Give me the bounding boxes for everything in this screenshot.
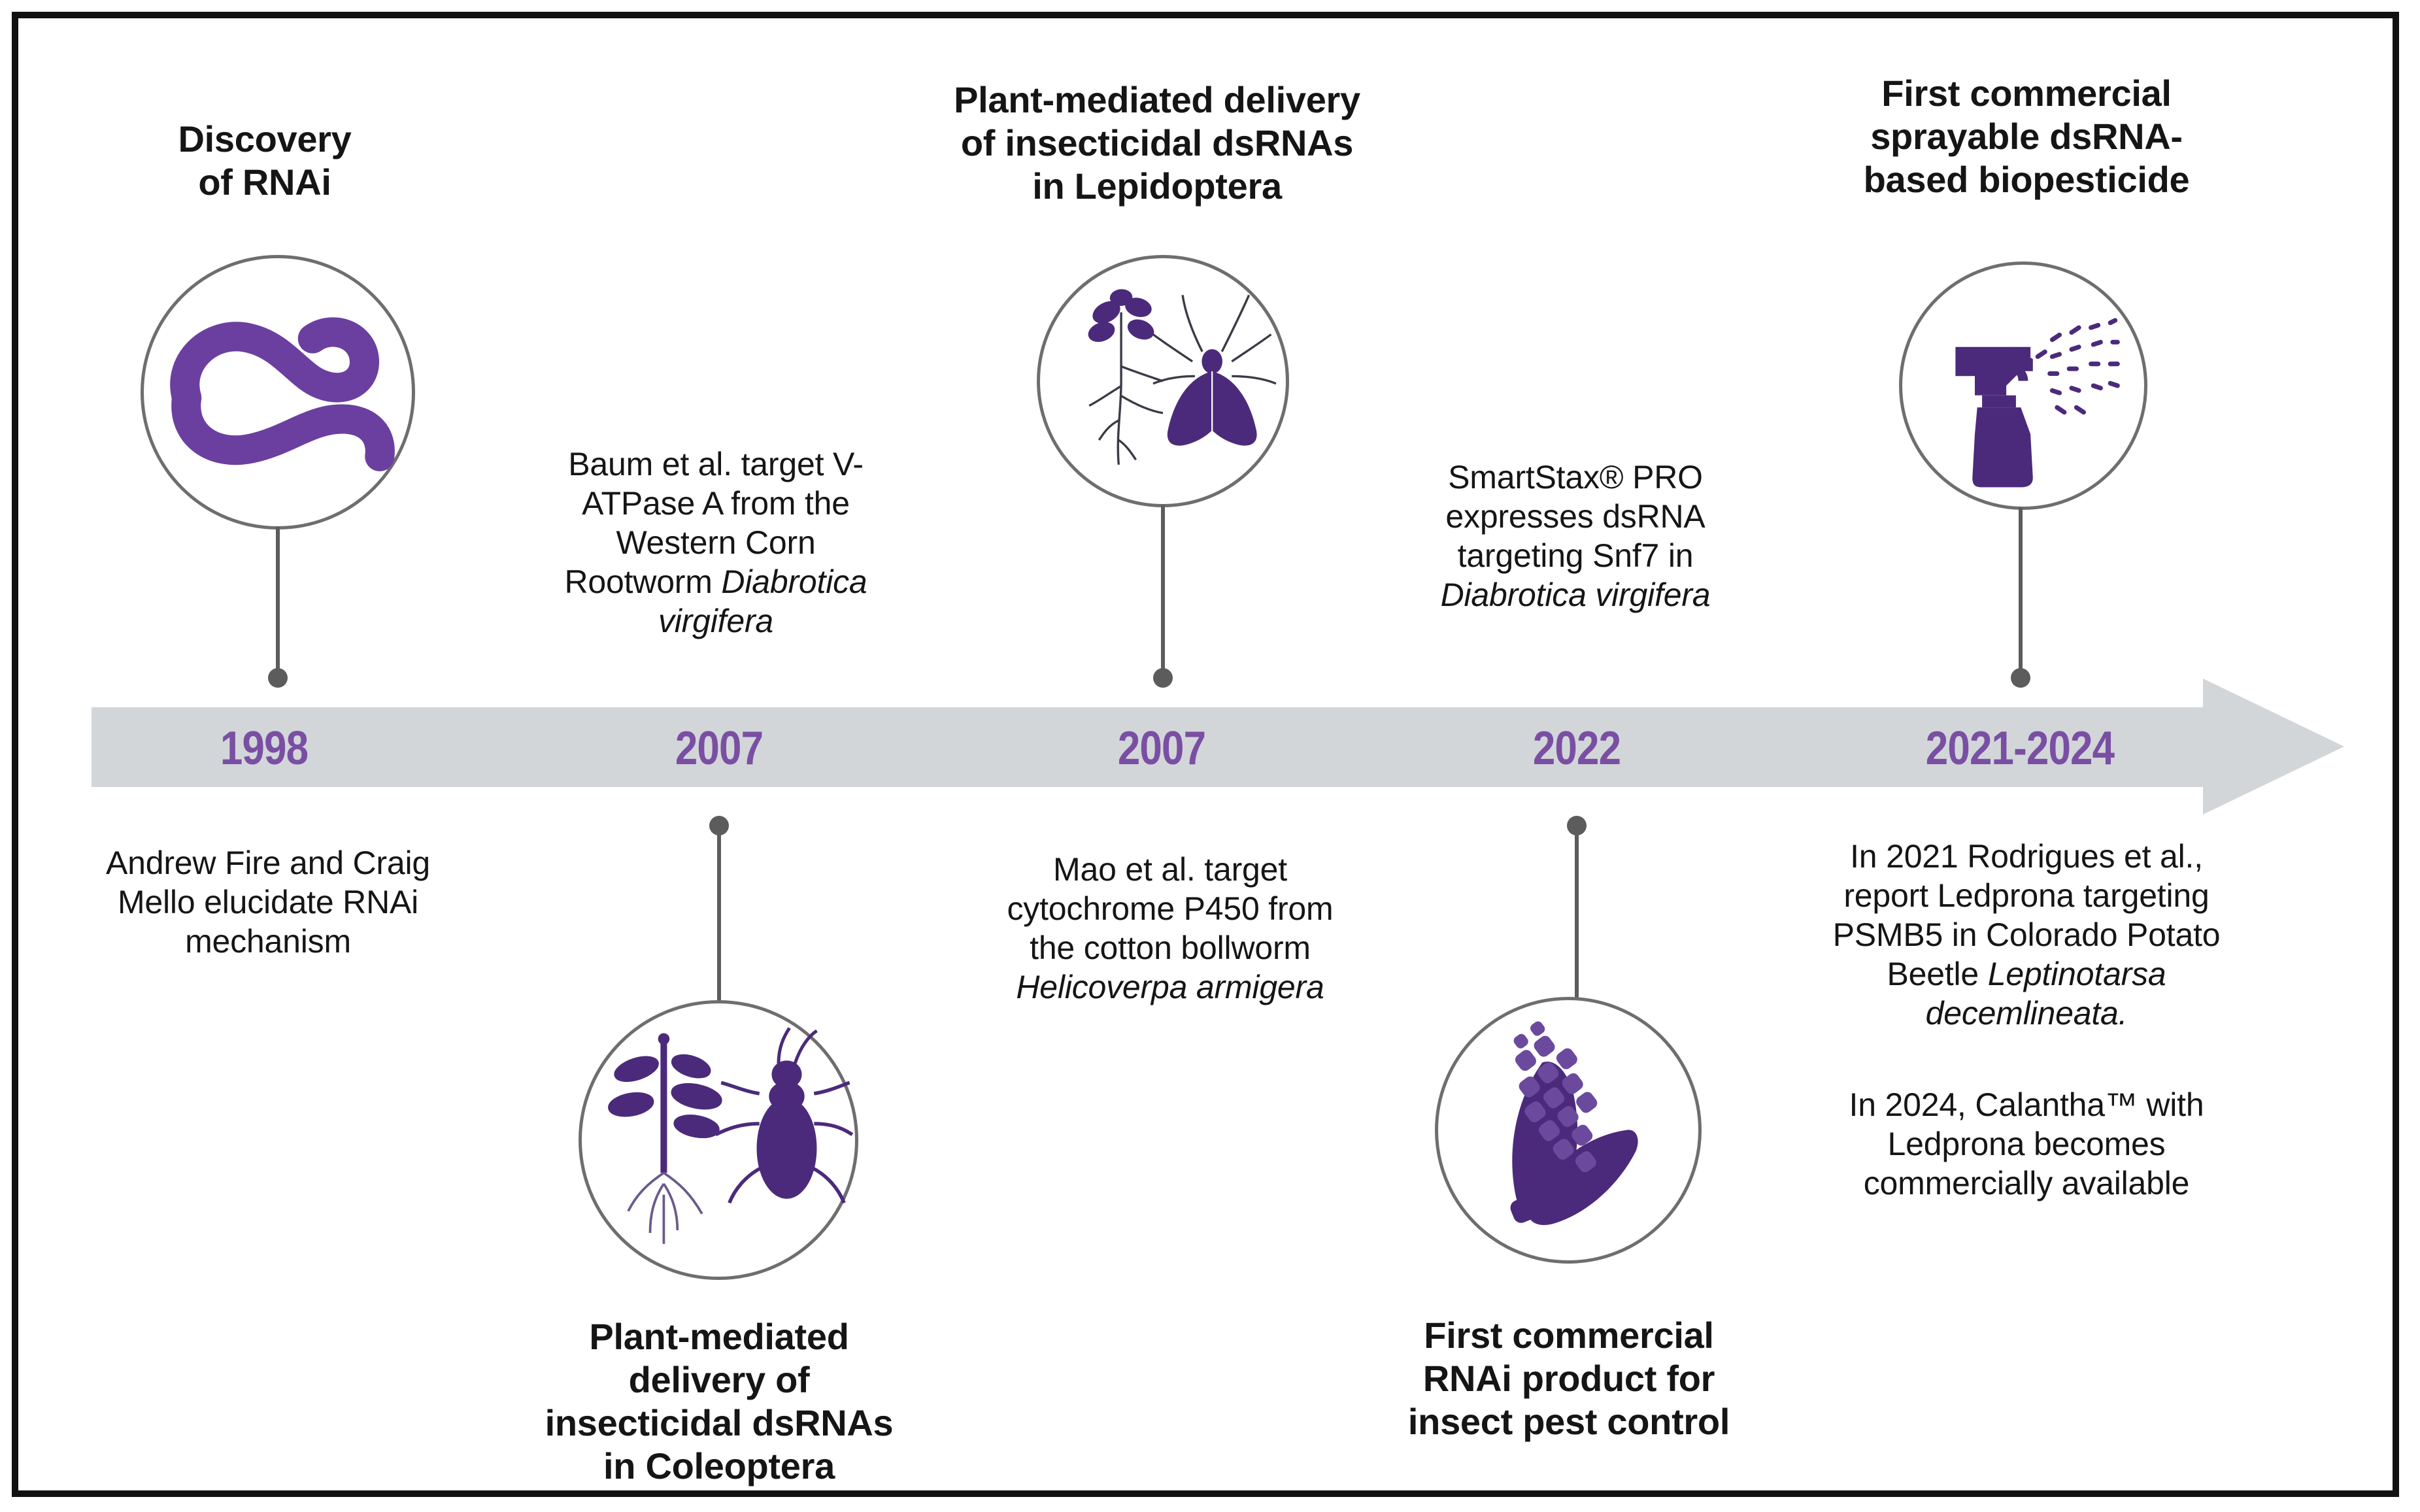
note-baum: Baum et al. target V-ATPase A from the W… xyxy=(549,445,882,641)
headline-line: Plant-mediated delivery of insecticidal … xyxy=(954,79,1360,207)
nematode-worm-icon xyxy=(170,317,395,471)
headline-line: First commercial RNAi product for insect… xyxy=(1407,1315,1730,1442)
note-smartstax: SmartStax® PRO expresses dsRNA targeting… xyxy=(1405,458,1745,614)
connector-stem-2007b xyxy=(1161,505,1165,676)
timeline-year-2007-b: 2007 xyxy=(1117,722,1206,775)
connector-stem-2021-2024 xyxy=(2019,507,2023,676)
connector-stem-2022 xyxy=(1575,826,1579,998)
note-calantha: In 2024, Calantha™ with Ledprona becomes… xyxy=(1849,1086,2204,1201)
headline-line: First commercial sprayable dsRNA- based … xyxy=(1863,73,2190,200)
note-smartstax-species: Diabrotica virgifera xyxy=(1440,577,1711,613)
plant-and-moth-icon xyxy=(1088,289,1277,465)
circle-plant-and-moth xyxy=(1037,255,1289,507)
headline-discovery-of-rnai: Discovery of RNAi xyxy=(92,118,438,204)
note-baum-species: Diabrotica virgifera xyxy=(658,563,867,639)
headline-lepidoptera: Plant-mediated delivery of insecticidal … xyxy=(909,78,1405,208)
timeline-year-2022: 2022 xyxy=(1532,722,1621,775)
timeline-year-2021-2024: 2021-2024 xyxy=(1925,722,2115,775)
connector-stem-1998 xyxy=(276,527,280,676)
circle-spray-bottle xyxy=(1899,261,2147,510)
plant-and-beetle-icon xyxy=(608,1027,854,1244)
note-fire-mello: Andrew Fire and Craig Mello elucidate RN… xyxy=(105,845,431,960)
headline-line: Plant-mediated delivery of insecticidal … xyxy=(545,1316,894,1487)
timeline-year-2007-a: 2007 xyxy=(675,722,764,775)
connector-dot-2007b xyxy=(1153,668,1173,688)
circle-corn-cob xyxy=(1435,997,1702,1264)
headline-sprayable-biopesticide: First commercial sprayable dsRNA- based … xyxy=(1824,72,2229,201)
headline-line: Discovery of RNAi xyxy=(178,118,352,203)
headline-coleoptera: Plant-mediated delivery of insecticidal … xyxy=(543,1315,896,1488)
connector-stem-2007a xyxy=(717,826,721,1002)
corn-cob-icon xyxy=(1510,1021,1638,1226)
note-mao-plain: Mao et al. target cytochrome P450 from t… xyxy=(1007,851,1334,966)
note-rodrigues-species: Leptinotarsa decemlineata. xyxy=(1925,956,2166,1032)
circle-plant-and-beetle xyxy=(579,1000,858,1280)
headline-first-commercial-rnai: First commercial RNAi product for insect… xyxy=(1399,1314,1739,1443)
note-smartstax-plain: SmartStax® PRO expresses dsRNA targeting… xyxy=(1445,459,1706,574)
timeline-year-1998: 1998 xyxy=(220,722,309,775)
timeline-arrow-head-icon xyxy=(2203,679,2344,815)
note-rodrigues: In 2021 Rodrigues et al., report Ledpron… xyxy=(1824,837,2229,1033)
spray-bottle-icon xyxy=(1955,318,2120,488)
note-rodrigues-plain: In 2021 Rodrigues et al., report Ledpron… xyxy=(1832,838,2221,992)
circle-nematode xyxy=(141,255,415,529)
timeline-bar xyxy=(92,707,2210,787)
connector-dot-2021-2024 xyxy=(2011,668,2030,688)
connector-dot-1998 xyxy=(268,668,288,688)
note-mao-species: Helicoverpa armigera xyxy=(1016,969,1324,1005)
note-baum-plain: Baum et al. target V-ATPase A from the W… xyxy=(564,446,864,600)
note-mao: Mao et al. target cytochrome P450 from t… xyxy=(987,850,1353,1007)
